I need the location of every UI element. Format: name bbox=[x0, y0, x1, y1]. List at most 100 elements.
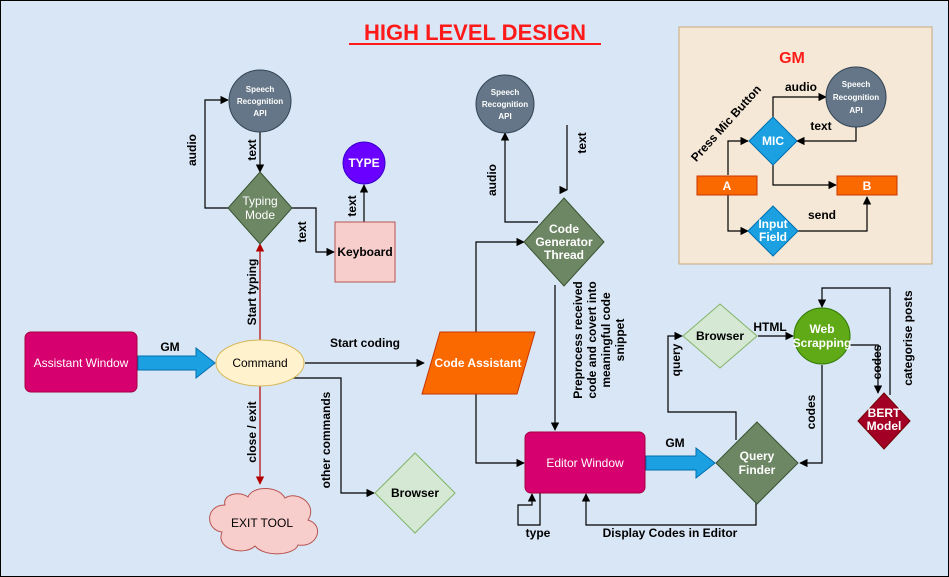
edge-codes-bert bbox=[848, 344, 883, 394]
page-title: HIGH LEVEL DESIGN bbox=[364, 20, 586, 45]
edge-label-text-type: text bbox=[345, 195, 359, 216]
command-node bbox=[215, 339, 305, 387]
edge-label-audio-left: audio bbox=[185, 134, 199, 166]
edge-type-loop bbox=[517, 492, 541, 526]
speech-api-left-line2: Recognition bbox=[237, 97, 283, 106]
keyboard-node bbox=[334, 221, 396, 283]
bert-model-node bbox=[857, 392, 911, 450]
edge-other-commands bbox=[292, 377, 375, 498]
edge-label-display-codes: Display Codes in Editor bbox=[603, 526, 738, 540]
bert-model-line2: Model bbox=[867, 419, 902, 433]
bert-model-line1: BERT bbox=[868, 406, 901, 420]
code-generator-node bbox=[523, 197, 605, 287]
edge-label-codes-ws: codes bbox=[804, 394, 818, 429]
code-generator-line3: Thread bbox=[544, 248, 584, 262]
edge-label-start-coding: Start coding bbox=[330, 336, 400, 350]
gm-label-audio: audio bbox=[785, 80, 817, 94]
edge-label-other-commands: other commands bbox=[319, 391, 333, 488]
gm-speech-api-line3: API bbox=[849, 106, 862, 115]
type-node bbox=[342, 141, 386, 185]
edge-codes-ws bbox=[799, 365, 823, 468]
edge-label-gm-left: GM bbox=[160, 340, 179, 354]
speech-api-left-line1: Speech bbox=[246, 85, 275, 94]
gm-speech-api-node bbox=[825, 66, 887, 128]
edge-text-keyboard bbox=[290, 207, 335, 257]
edge-label-text-mid: text bbox=[575, 132, 589, 153]
command-label: Command bbox=[232, 356, 287, 370]
browser-bottom-label: Browser bbox=[391, 486, 439, 500]
query-finder-line2: Finder bbox=[739, 463, 776, 477]
code-generator-line2: Generator bbox=[535, 235, 593, 249]
gm-speech-api-line1: Speech bbox=[842, 80, 871, 89]
browser-right-node bbox=[682, 303, 758, 369]
edge-categorise bbox=[817, 287, 891, 395]
code-assistant-label: Code Assistant bbox=[435, 356, 522, 370]
gm-arrow-left bbox=[137, 346, 216, 380]
edge-label-categorise: categorise posts bbox=[901, 290, 915, 386]
edge-label-type: type bbox=[526, 526, 551, 540]
edge-audio-left bbox=[204, 95, 230, 209]
edge-assistant-generator bbox=[475, 237, 525, 332]
edge-label-preprocess-3: meaningful code bbox=[599, 292, 613, 388]
edge-label-codes-bert: codes bbox=[870, 344, 884, 379]
edge-label-text-left: text bbox=[245, 139, 259, 160]
edge-label-close-exit: close / exit bbox=[245, 401, 259, 462]
edge-label-audio-mid: audio bbox=[485, 164, 499, 196]
editor-window-label: Editor Window bbox=[546, 456, 624, 470]
query-finder-line1: Query bbox=[740, 449, 775, 463]
edge-display-codes bbox=[581, 488, 757, 526]
gm-b-node bbox=[836, 175, 898, 196]
query-finder-node bbox=[715, 421, 799, 505]
gm-input-field-line1: Input bbox=[758, 217, 787, 231]
gm-panel-title: GM bbox=[779, 50, 805, 67]
edge-label-start-typing: Start typing bbox=[245, 259, 259, 326]
gm-edge-a-input bbox=[727, 195, 749, 236]
typing-mode-node bbox=[227, 171, 293, 245]
web-scrapping-line2: Scrapping bbox=[793, 336, 852, 350]
keyboard-label: Keyboard bbox=[337, 245, 392, 259]
speech-api-mid-node bbox=[475, 74, 535, 134]
edge-label-query: query bbox=[669, 343, 683, 376]
gm-b-label: B bbox=[863, 179, 872, 193]
edge-label-text-keyboard: text bbox=[295, 221, 309, 242]
edge-label-html: HTML bbox=[753, 320, 786, 334]
edge-label-preprocess-2: code and covert into bbox=[585, 281, 599, 398]
speech-api-mid-line2: Recognition bbox=[482, 100, 528, 109]
speech-api-left-node bbox=[228, 69, 292, 133]
browser-right-label: Browser bbox=[696, 329, 744, 343]
gm-a-label: A bbox=[723, 179, 732, 193]
code-assistant-node bbox=[421, 331, 536, 395]
web-scrapping-node bbox=[793, 307, 851, 365]
gm-edge-text bbox=[796, 127, 857, 146]
gm-edge-mic-b bbox=[772, 160, 837, 190]
gm-panel bbox=[678, 26, 933, 265]
edge-label-preprocess-1: Preprocess received bbox=[571, 281, 585, 398]
typing-mode-line1: Typing bbox=[242, 194, 277, 208]
gm-input-field-node bbox=[747, 205, 799, 257]
speech-api-mid-line3: API bbox=[498, 112, 511, 121]
gm-speech-api-line2: Recognition bbox=[833, 93, 879, 102]
gm-edge-send bbox=[797, 196, 872, 232]
speech-api-left-line3: API bbox=[253, 109, 266, 118]
gm-edge-press-mic bbox=[727, 136, 749, 175]
edge-label-gm-right: GM bbox=[665, 436, 684, 450]
browser-bottom-node bbox=[374, 452, 456, 534]
assistant-window-node bbox=[24, 331, 138, 393]
gm-edge-audio bbox=[772, 92, 827, 125]
edge-audio-mid bbox=[500, 132, 538, 223]
code-generator-line1: Code bbox=[549, 222, 579, 236]
gm-mic-label: MIC bbox=[762, 134, 784, 148]
type-label: TYPE bbox=[348, 156, 379, 170]
exit-tool-node bbox=[209, 488, 319, 555]
edge-query bbox=[667, 331, 737, 440]
gm-label-text: text bbox=[810, 119, 831, 133]
gm-label-send: send bbox=[808, 208, 836, 222]
gm-a-node bbox=[696, 175, 758, 196]
gm-arrow-right bbox=[645, 446, 716, 480]
speech-api-mid-line1: Speech bbox=[491, 88, 520, 97]
exit-tool-label: EXIT TOOL bbox=[231, 516, 293, 530]
editor-window-node bbox=[524, 431, 646, 494]
web-scrapping-line1: Web bbox=[809, 322, 834, 336]
typing-mode-line2: Mode bbox=[245, 208, 275, 222]
